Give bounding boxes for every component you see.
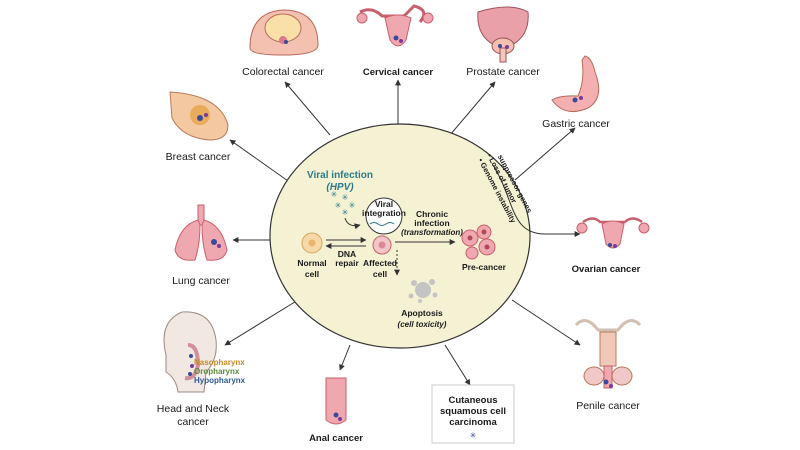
head-neck-label-line1: Head and Neck [157, 403, 230, 415]
cutaneous-line2: squamous cell [440, 406, 506, 417]
viral-integration-circle [365, 197, 403, 235]
viral-integration-line1: Viral [375, 199, 393, 209]
affected-cell-line2: cell [373, 269, 387, 279]
viral-infection-label: Viral infection [307, 170, 373, 181]
ovarian-illustration [576, 217, 650, 249]
prostate-label: Prostate cancer [466, 66, 540, 78]
svg-text:✳: ✳ [349, 201, 356, 210]
dna-helix-icon [369, 222, 395, 226]
chronic-line2: infection [414, 218, 449, 228]
arrow-prostate [449, 81, 496, 136]
cervical-illustration [356, 4, 434, 47]
dna-repair-line2: repair [335, 258, 359, 268]
affected-cell-nucleus [378, 241, 386, 249]
cervical-label: Cervical cancer [363, 67, 434, 78]
viral-integration-line2: integration [362, 208, 406, 218]
cutaneous-box [431, 384, 515, 444]
arrow-penile [511, 299, 581, 346]
normal-cell-nucleus [308, 239, 316, 247]
arrow-infection-to-integration [344, 217, 361, 230]
svg-text:✳: ✳ [331, 190, 338, 199]
cutaneous-line1: Cutaneous [448, 395, 497, 406]
arrow-colorectal [284, 81, 331, 136]
anal-illustration [325, 377, 347, 425]
penile-illustration [574, 319, 642, 389]
cutaneous-virus-icon: ✳ [470, 431, 477, 440]
arrow-anal [339, 344, 351, 371]
central-circle [269, 123, 531, 349]
apoptosis-label: Apoptosis [401, 308, 443, 318]
colorectal-illustration [249, 9, 319, 56]
normal-cell-line2: cell [305, 269, 319, 279]
nasopharynx-label: Nasopharynx [194, 358, 245, 367]
arrow-head-neck [224, 299, 299, 346]
cell-toxicity-label: (cell toxicity) [398, 320, 447, 329]
lung-illustration [174, 204, 228, 261]
apoptosis-icon [408, 279, 438, 303]
penile-label: Penile cancer [576, 400, 640, 412]
hpv-label: (HPV) [326, 182, 354, 193]
anal-label: Anal cancer [309, 433, 363, 444]
arrow-cutaneous [444, 344, 471, 386]
arrow-breast [229, 139, 299, 189]
cutaneous-line3: carcinoma [449, 417, 497, 428]
gastric-label: Gastric cancer [542, 118, 610, 130]
arrow-gastric [514, 127, 576, 181]
pre-cancer-label: Pre-cancer [462, 262, 507, 272]
svg-text:✳: ✳ [335, 201, 342, 210]
pre-cancer-cells-icon [461, 224, 496, 260]
svg-text:✳: ✳ [342, 208, 349, 217]
ovarian-label: Ovarian cancer [572, 264, 641, 275]
breast-illustration [169, 91, 229, 141]
chronic-line1: Chronic [416, 209, 448, 219]
breast-label: Breast cancer [166, 151, 231, 163]
affected-cell-line1: Affected [363, 258, 397, 268]
arrow-ovarian [492, 164, 581, 237]
gastric-illustration [551, 55, 600, 113]
virus-particles-icon: ✳✳✳ ✳✳ [331, 190, 356, 217]
chronic-line3: (transformation) [401, 228, 463, 237]
head-neck-label-line2: cancer [177, 416, 209, 428]
prostate-illustration [477, 6, 529, 63]
normal-cell-line1: Normal [297, 258, 326, 268]
lung-label: Lung cancer [172, 275, 230, 287]
oropharynx-label: Oropharynx [194, 367, 240, 376]
dna-repair-line1: DNA [338, 249, 356, 259]
svg-text:✳: ✳ [342, 193, 349, 202]
head-neck-illustration [163, 311, 217, 393]
colorectal-label: Colorectal cancer [242, 66, 324, 78]
hypopharynx-label: Hypopharynx [194, 376, 246, 385]
